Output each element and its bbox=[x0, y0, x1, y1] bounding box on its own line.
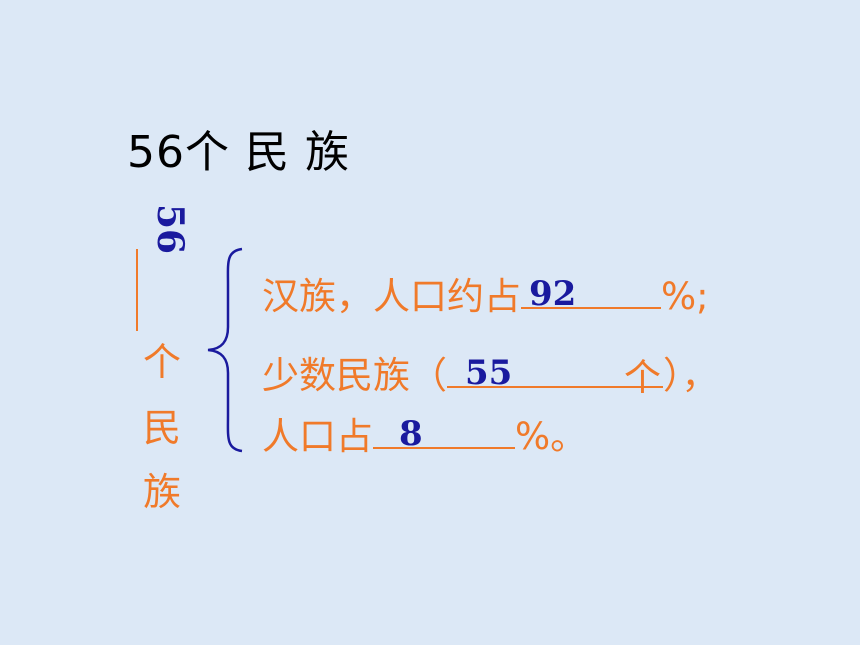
minority-pop-answer: 8 bbox=[399, 414, 423, 455]
minority-suffix: ）， bbox=[663, 354, 719, 397]
minority-line: 少数民族（ 55 个）， bbox=[262, 345, 719, 399]
side-char-min: 民 bbox=[142, 406, 181, 450]
han-suffix: %; bbox=[661, 275, 709, 318]
minority-blank: 55 个 bbox=[447, 347, 663, 399]
vertical-line bbox=[136, 249, 138, 331]
minority-answer: 55 bbox=[465, 353, 513, 394]
han-blank: 92 bbox=[521, 268, 661, 314]
side-char-ge: 个 bbox=[142, 340, 181, 384]
rotated-number: 56 bbox=[144, 204, 196, 254]
minority-unit: 个 bbox=[624, 356, 661, 400]
minority-pop-blank: 8 bbox=[373, 408, 515, 454]
curly-brace bbox=[207, 247, 243, 453]
minority-pop-suffix: %。 bbox=[515, 415, 588, 458]
side-char-zu: 族 bbox=[142, 470, 181, 514]
minority-prefix: 少数民族（ bbox=[262, 354, 447, 397]
han-answer: 92 bbox=[529, 274, 577, 315]
slide-title: 56个 民 族 bbox=[127, 127, 350, 178]
minority-population-line: 人口占 8 %。 bbox=[262, 406, 587, 460]
han-prefix: 汉族，人口约占 bbox=[262, 275, 521, 318]
rotated-number-text: 56 bbox=[149, 203, 191, 255]
minority-pop-prefix: 人口占 bbox=[262, 415, 373, 458]
